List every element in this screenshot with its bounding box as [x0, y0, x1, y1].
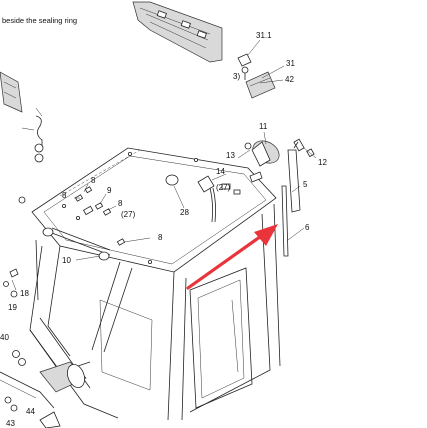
- callout-labels: 31.1 31 3) 42 11 13 12 14 (27) 5 6 28 8 …: [0, 31, 327, 428]
- callout-43: 43: [6, 419, 15, 428]
- callout-27-upper: (27): [216, 183, 231, 192]
- callout-31-1: 31.1: [256, 31, 272, 40]
- callout-8-a: 8: [91, 176, 96, 185]
- callout-3: 3): [233, 72, 240, 81]
- callout-40: 40: [0, 333, 9, 342]
- callout-31: 31: [286, 59, 295, 68]
- callout-9: 9: [107, 186, 112, 195]
- callout-8-d: 8: [158, 233, 163, 242]
- callout-14: 14: [216, 167, 225, 176]
- callout-8-b: 8: [62, 191, 67, 200]
- hose-fitting-part: [21, 107, 44, 163]
- leader-lines: [11, 131, 317, 291]
- callout-44: 44: [26, 407, 35, 416]
- callout-13: 13: [226, 151, 235, 160]
- callout-12: 12: [318, 158, 327, 167]
- callout-28: 28: [180, 208, 189, 217]
- callout-8-c: 8: [118, 199, 123, 208]
- callout-6: 6: [305, 223, 310, 232]
- nozzle-10: [42, 227, 110, 261]
- callout-10: 10: [62, 256, 71, 265]
- callout-5: 5: [303, 180, 308, 189]
- callout-18: 18: [20, 289, 29, 298]
- cab-frame: [29, 147, 281, 421]
- callout-11: 11: [259, 122, 268, 131]
- callout-27-lower: (27): [121, 210, 136, 219]
- rear-wiper-motor: [244, 138, 315, 167]
- red-arrow: [186, 224, 278, 290]
- side-bracket-part: [0, 71, 23, 113]
- wiper-cover-part: [132, 1, 223, 63]
- part-28: [165, 174, 217, 223]
- left-small-parts: [3, 196, 26, 412]
- lamp-bolt-part: [237, 53, 276, 99]
- wiper-arm-blade: [281, 141, 301, 257]
- header-note: beside the sealing ring: [2, 16, 77, 25]
- callout-42: 42: [285, 75, 294, 84]
- callout-19: 19: [8, 303, 17, 312]
- wiper-motor-part: [0, 361, 87, 428]
